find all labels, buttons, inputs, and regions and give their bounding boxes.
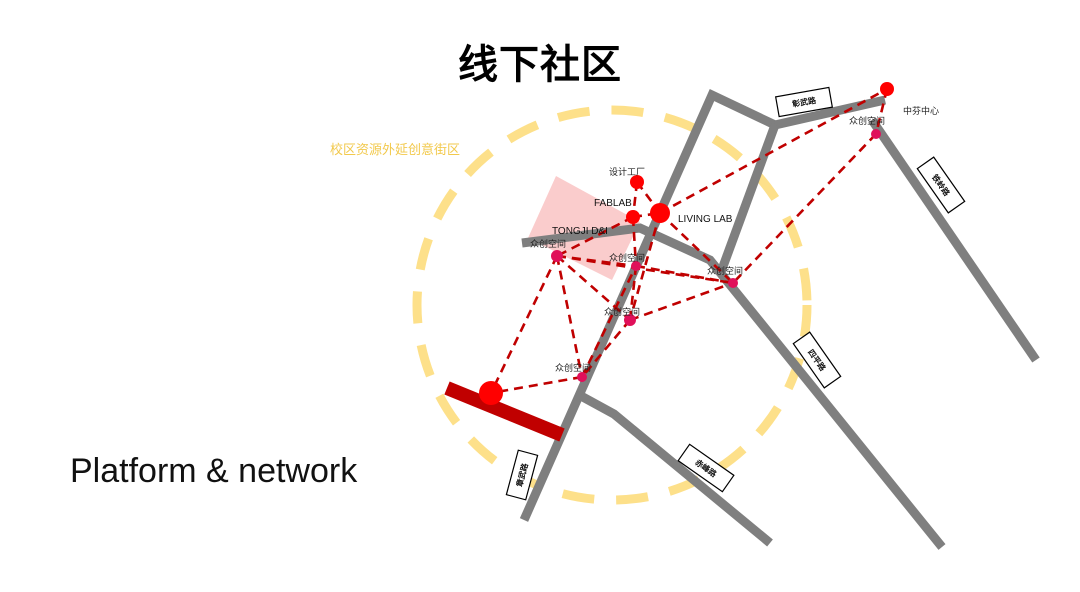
link (628, 265, 638, 321)
link (489, 255, 559, 394)
node-tongji (551, 250, 563, 262)
label-zc-4: 众创空间 (604, 306, 640, 318)
road-label-chifeng: 赤峰路 (677, 443, 735, 493)
road-label-siping: 四平路 (792, 331, 842, 389)
subtitle: Platform & network (70, 452, 358, 490)
link (629, 281, 734, 322)
road-label-tieling: 铁岭路 (916, 156, 966, 214)
node-zc-6 (871, 129, 881, 139)
road-upper-branch (774, 95, 886, 130)
link (659, 212, 734, 284)
label-tongji: TONGJI D&I (552, 226, 608, 237)
node-zc-5 (577, 372, 587, 382)
node-design-factory (630, 175, 644, 189)
label-fablab: FABLAB (594, 198, 632, 209)
zone-label: 校区资源外延创意街区 (330, 142, 460, 158)
link (635, 264, 734, 285)
node-zhongfen (880, 82, 894, 96)
svg-text:彰武路: 彰武路 (791, 95, 817, 109)
link (659, 87, 888, 215)
link (555, 255, 584, 378)
road-siping (521, 223, 946, 550)
link (580, 265, 638, 378)
node-zc-3 (728, 278, 738, 288)
road-tieling (868, 117, 1040, 363)
node-living-lab (650, 203, 670, 223)
page-title: 线下社区 (458, 42, 622, 88)
label-zhongfen: 中芬中心 (903, 105, 939, 117)
creative-zone-circle (412, 105, 812, 505)
highlight-road (444, 381, 565, 442)
label-zc-3: 众创空间 (707, 265, 743, 277)
road-chifeng (578, 392, 773, 547)
link (874, 88, 889, 135)
node-zc-4 (624, 314, 636, 326)
node-labels: 设计工厂 FABLAB LIVING LAB TONGJI D&I 众创空间 众… (530, 105, 939, 374)
road-network (519, 88, 1040, 550)
link (732, 133, 877, 284)
node-zc-2 (631, 261, 641, 271)
road-label-zhangwu: 章武路 (505, 449, 539, 501)
link (628, 212, 662, 321)
node-hub (479, 381, 503, 405)
label-zc-1: 众创空间 (530, 238, 566, 250)
label-design-factory: 设计工厂 (609, 166, 645, 178)
link (490, 375, 583, 395)
label-living-lab: LIVING LAB (678, 214, 733, 225)
label-zc-2: 众创空间 (609, 252, 645, 264)
link (631, 216, 638, 267)
node-fablab (626, 210, 640, 224)
road-east-spur (716, 123, 780, 274)
label-zc-5: 众创空间 (555, 362, 591, 374)
road-label-pengwu: 彰武路 (774, 86, 834, 118)
link (581, 319, 631, 378)
campus-block (528, 176, 640, 280)
link (556, 255, 631, 321)
link (556, 254, 637, 268)
network-nodes (479, 82, 894, 405)
label-zc-6: 众创空间 (849, 115, 885, 127)
